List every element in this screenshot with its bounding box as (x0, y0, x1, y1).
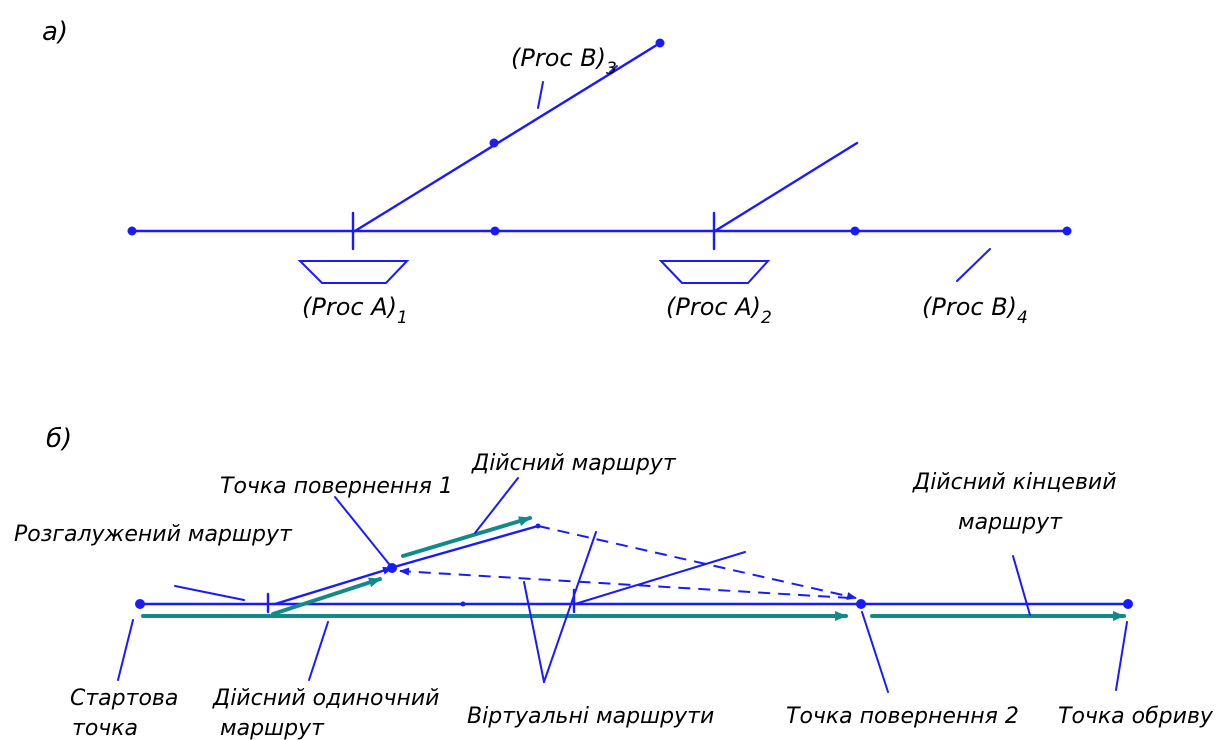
label-proc-b3: (Proc B)3 (511, 44, 617, 79)
virtual-route-down (537, 525, 857, 600)
part-a-label: а) (42, 17, 68, 47)
start-node (135, 599, 145, 609)
part-b-graph (117, 477, 1133, 693)
node (490, 226, 500, 236)
label-single-route-1: Дійсний одиночний (212, 686, 439, 711)
label-turn-point-1: Точка повернення 1 (220, 474, 453, 499)
leader-virtual-2 (543, 531, 597, 683)
label-break-point: Точка обриву (1058, 704, 1214, 729)
label-start-point-2: точка (72, 716, 138, 740)
label-start-point-1: Стартова (70, 686, 178, 711)
break-point-node (1123, 599, 1133, 609)
actual-branch-route (271, 577, 382, 616)
leader-proc-b3 (537, 81, 544, 109)
branch-line-1 (353, 41, 662, 233)
leader-turn-point-2 (861, 611, 889, 693)
leader-virtual-1 (523, 581, 545, 683)
bracket-proc-a2 (658, 260, 771, 284)
label-virtual-routes: Віртуальні маршрути (467, 704, 714, 729)
turn-point-2-node (856, 599, 866, 609)
actual-upper-route (401, 516, 532, 558)
node (127, 226, 137, 236)
node (1062, 226, 1072, 236)
leader-actual-route (474, 477, 519, 534)
node (850, 226, 860, 236)
node (655, 38, 665, 48)
node (489, 138, 499, 148)
leader-proc-b3-tail (609, 65, 618, 73)
leader-proc-b4 (956, 248, 991, 282)
leader-single-route (308, 621, 329, 681)
leader-turn-point-1 (334, 496, 390, 565)
label-proc-a2: (Proc A)2 (666, 293, 772, 328)
branch-route (273, 566, 394, 606)
part-b-label: б) (46, 424, 72, 454)
leader-start-point (117, 619, 134, 681)
part-a-graph (127, 38, 1072, 284)
label-actual-route: Дійсний маршрут (471, 451, 677, 476)
virtual-branch-line (574, 551, 746, 605)
label-proc-a1: (Proc A)1 (302, 293, 408, 328)
turn-point-1-node (387, 563, 397, 573)
label-actual-final-route-1: Дійсний кінцевий (912, 470, 1117, 495)
label-proc-b4: (Proc B)4 (922, 293, 1028, 328)
label-turn-point-2: Точка повернення 2 (786, 704, 1019, 729)
upper-route (392, 524, 540, 569)
label-actual-final-route-2: маршрут (958, 510, 1063, 535)
virtual-route-back (399, 567, 851, 599)
node (460, 601, 466, 607)
branch-line-2 (713, 141, 859, 233)
label-single-route-2: маршрут (220, 716, 325, 740)
label-branched-route: Розгалужений маршрут (14, 522, 293, 547)
leader-break-point (1115, 621, 1128, 691)
node (535, 523, 541, 529)
leader-final-route (1012, 555, 1031, 616)
bracket-proc-a1 (297, 260, 410, 284)
leader-branched-route (174, 585, 245, 601)
